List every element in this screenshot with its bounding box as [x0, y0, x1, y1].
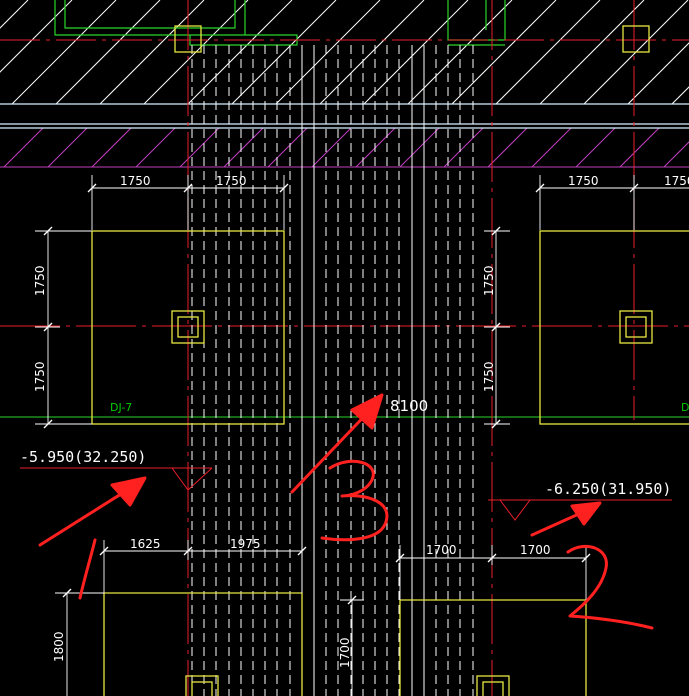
hatch-line [663, 141, 689, 168]
hatch-line [231, 0, 337, 105]
dimension-tick [183, 546, 193, 556]
hatch-line [451, 0, 557, 105]
dimension-tick [491, 226, 501, 236]
column-squares-top [174, 25, 650, 53]
dimension-tick [99, 546, 109, 556]
hatch-line [91, 127, 132, 168]
hatch-line [0, 0, 73, 73]
hatch-line [223, 127, 264, 168]
dimension-ticks [43, 183, 639, 605]
handwritten-mark-1 [78, 538, 97, 600]
dim-mid-vertical-b: 1750 [482, 361, 496, 392]
footing-tag-right: DJ [681, 401, 689, 414]
dim-bottom-vertical-left: 1800 [52, 631, 66, 662]
hatch-line [495, 0, 601, 105]
dimension-tick [535, 183, 545, 193]
dimension-tick [347, 595, 357, 605]
footing-tag-left: DJ-7 [110, 401, 132, 414]
handwritten-mark-3 [320, 459, 389, 542]
dim-mid-vertical-a: 1750 [482, 265, 496, 296]
dimension-tick [43, 419, 53, 429]
dimension-tick [581, 553, 591, 563]
top-wall-outline [54, 0, 506, 46]
dim-bottom-c: 1700 [426, 543, 457, 557]
hatch-line [443, 127, 484, 168]
footing-right [539, 230, 689, 425]
level-mark-left [20, 467, 213, 491]
dim-top-right-a: 1750 [568, 174, 599, 188]
dim-left-vertical-a: 1750 [33, 265, 47, 296]
hatch-line [399, 127, 440, 168]
dim-bottom-a: 1625 [130, 537, 161, 551]
handwritten-annotations [38, 393, 654, 630]
hatch-line [311, 127, 352, 168]
center-rebar-lines [191, 45, 474, 696]
dimension-tick [487, 553, 497, 563]
dimension-tick [43, 226, 53, 236]
hatch-line [187, 0, 293, 105]
hatch-line [99, 0, 205, 105]
handwritten-mark-2 [566, 544, 654, 630]
footing-left [91, 230, 285, 425]
dimension-tick [629, 183, 639, 193]
dim-top-left-b: 1750 [216, 174, 247, 188]
hatch-line [487, 127, 528, 168]
hatch-line [627, 42, 689, 105]
hatch-line [531, 127, 572, 168]
dimension-tick [297, 546, 307, 556]
hatch-line [319, 0, 425, 105]
dimension-tick [395, 553, 405, 563]
hatch-line [179, 127, 220, 168]
hatch-line [575, 127, 616, 168]
dim-top-right-b: 1750 [664, 174, 689, 188]
hatch-line [3, 127, 44, 168]
dim-left-vertical-b: 1750 [33, 361, 47, 392]
hatch-line [267, 127, 308, 168]
dimension-tick [279, 183, 289, 193]
dimension-tick [62, 588, 72, 598]
wall-hatch-magenta [3, 127, 689, 168]
dimension-tick [491, 419, 501, 429]
level-text-left: -5.950(32.250) [20, 448, 146, 466]
hatch-line [0, 0, 29, 29]
wall-band-lines [0, 103, 689, 129]
hatch-line [363, 0, 469, 105]
dimension-tick [43, 322, 53, 332]
dim-top-left-a: 1750 [120, 174, 151, 188]
dimension-tick [87, 183, 97, 193]
hatch-line [275, 0, 381, 105]
level-mark-right [488, 499, 672, 521]
footing-bottom [103, 592, 587, 696]
hatch-line [539, 0, 645, 105]
hatch-line [619, 127, 660, 168]
dim-center-span: 8100 [390, 397, 428, 415]
dim-bottom-vertical-mid: 1700 [338, 637, 352, 668]
hatch-line [135, 127, 176, 168]
dimension-tick [183, 183, 193, 193]
hatch-line [47, 127, 88, 168]
dim-bottom-b: 1975 [230, 537, 261, 551]
dim-bottom-d: 1700 [520, 543, 551, 557]
axis-lines-horizontal [0, 39, 689, 327]
level-text-right: -6.250(31.950) [545, 480, 671, 498]
wall-hatch-white [0, 0, 689, 105]
dimension-tick [491, 322, 501, 332]
hatch-line [55, 0, 161, 105]
hatch-line [11, 0, 117, 105]
